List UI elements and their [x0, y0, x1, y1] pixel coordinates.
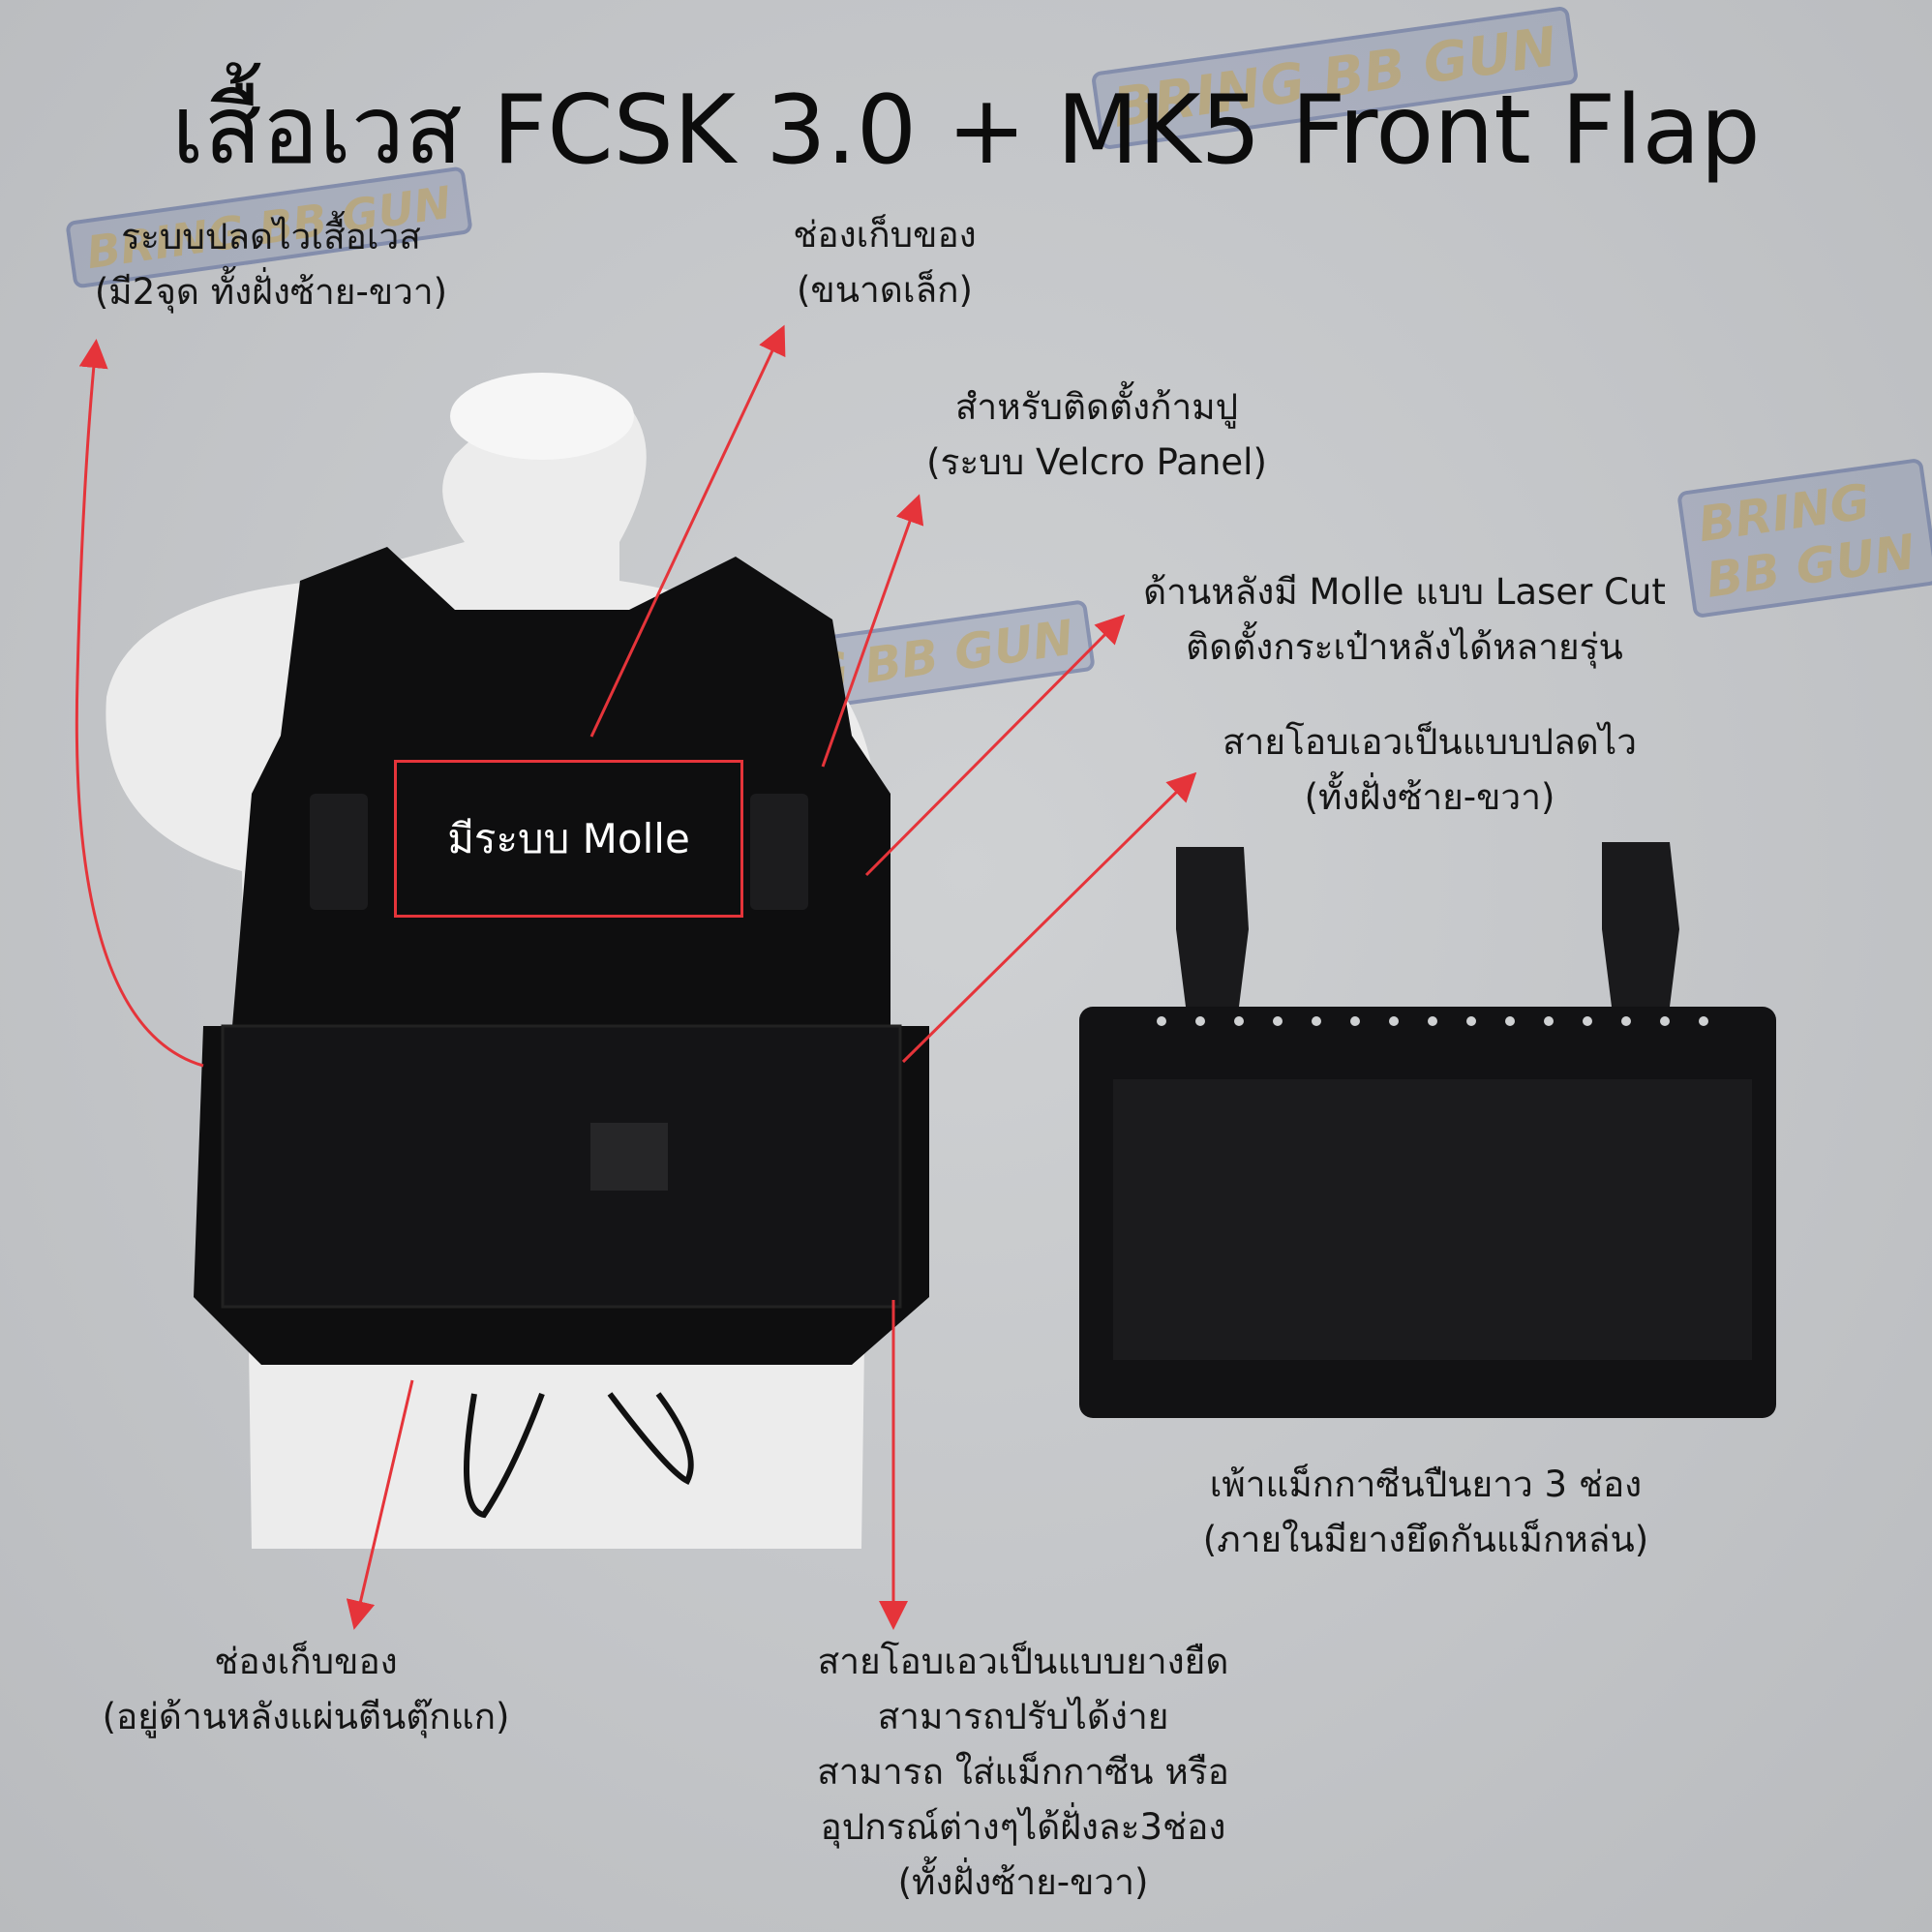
page-title: เสื้อเวส FCSK 3.0 + MK5 Front Flap: [171, 75, 1761, 186]
callout-cummerbund-release: สายโอบเอวเป็นแบบปลดไว (ทั้งฝั่งซ้าย-ขวา): [1223, 714, 1637, 825]
arrow: [75, 339, 204, 1068]
callout-laser-cut-molle: ด้านหลังมี Molle แบบ Laser Cut ติดตั้งกร…: [1143, 564, 1666, 675]
plate-carrier-vest: [194, 547, 929, 1519]
callout-quick-release: ระบบปลดไวเสื้อเวส (มี2จุด ทั้งฝั่งซ้าย-ข…: [95, 209, 447, 319]
callout-line: สายโอบเอวเป็นแบบปลดไว: [1222, 721, 1638, 763]
callout-mag-pouch: เพ้าแม็กกาซีนปืนยาว 3 ช่อง (ภายในมียางยึ…: [1203, 1457, 1648, 1567]
callout-line: สามารถ ใส่แม็กกาซีน หรือ: [817, 1751, 1229, 1793]
callout-line: (อยู่ด้านหลังแผ่นตีนตุ๊กแก): [102, 1696, 510, 1737]
callout-line: (ภายในมียางยึดกันแม็กหล่น): [1202, 1519, 1649, 1560]
callout-rear-pocket: ช่องเก็บของ (อยู่ด้านหลังแผ่นตีนตุ๊กแก): [103, 1634, 510, 1744]
callout-line: เพ้าแม็กกาซีนปืนยาว 3 ช่อง: [1209, 1464, 1643, 1505]
arrow: [821, 494, 924, 768]
buckle-icon: [750, 794, 808, 910]
callout-line: ช่องเก็บของ: [214, 1641, 398, 1682]
callout-line: (ขนาดเล็ก): [797, 269, 973, 311]
arrow: [589, 324, 786, 738]
arrow: [346, 1379, 414, 1630]
arrow: [901, 771, 1197, 1064]
callout-line: (ระบบ Velcro Panel): [926, 441, 1267, 483]
callout-line: สำหรับติดตั้งก้ามปู: [954, 386, 1239, 428]
callout-line: ระบบปลดไวเสื้อเวส: [121, 216, 421, 257]
callout-line: ด้านหลังมี Molle แบบ Laser Cut: [1143, 571, 1666, 613]
arrow: [864, 614, 1126, 877]
callout-line: สามารถปรับได้ง่าย: [877, 1696, 1169, 1737]
callout-velcro-panel: สำหรับติดตั้งก้ามปู (ระบบ Velcro Panel): [926, 379, 1267, 490]
callout-line: ติดตั้งกระเป๋าหลังได้หลายรุ่น: [1186, 626, 1623, 668]
callout-arrows: [75, 324, 1197, 1630]
molle-highlight-box: มีระบบ Molle: [394, 760, 743, 918]
callout-line: (ทั้งฝั่งซ้าย-ขวา): [1304, 776, 1555, 818]
callout-line: (มี2จุด ทั้งฝั่งซ้าย-ขวา): [94, 271, 448, 313]
callout-line: สายโอบเอวเป็นแบบยางยืด: [817, 1641, 1229, 1682]
molle-label: มีระบบ Molle: [447, 814, 690, 862]
mk5-front-flap: [1079, 842, 1776, 1418]
callout-small-pocket: ช่องเก็บของ (ขนาดเล็ก): [793, 207, 977, 317]
callout-elastic-cummerbund: สายโอบเอวเป็นแบบยางยืด สามารถปรับได้ง่าย…: [817, 1634, 1229, 1910]
buckle-icon: [1602, 842, 1679, 1007]
callout-line: (ทั้งฝั่งซ้าย-ขวา): [897, 1861, 1149, 1903]
callout-line: ช่องเก็บของ: [793, 214, 977, 256]
callout-line: อุปกรณ์ต่างๆได้ฝั่งละ3ช่อง: [820, 1806, 1226, 1848]
buckle-icon: [1176, 847, 1249, 1007]
buckle-icon: [310, 794, 368, 910]
